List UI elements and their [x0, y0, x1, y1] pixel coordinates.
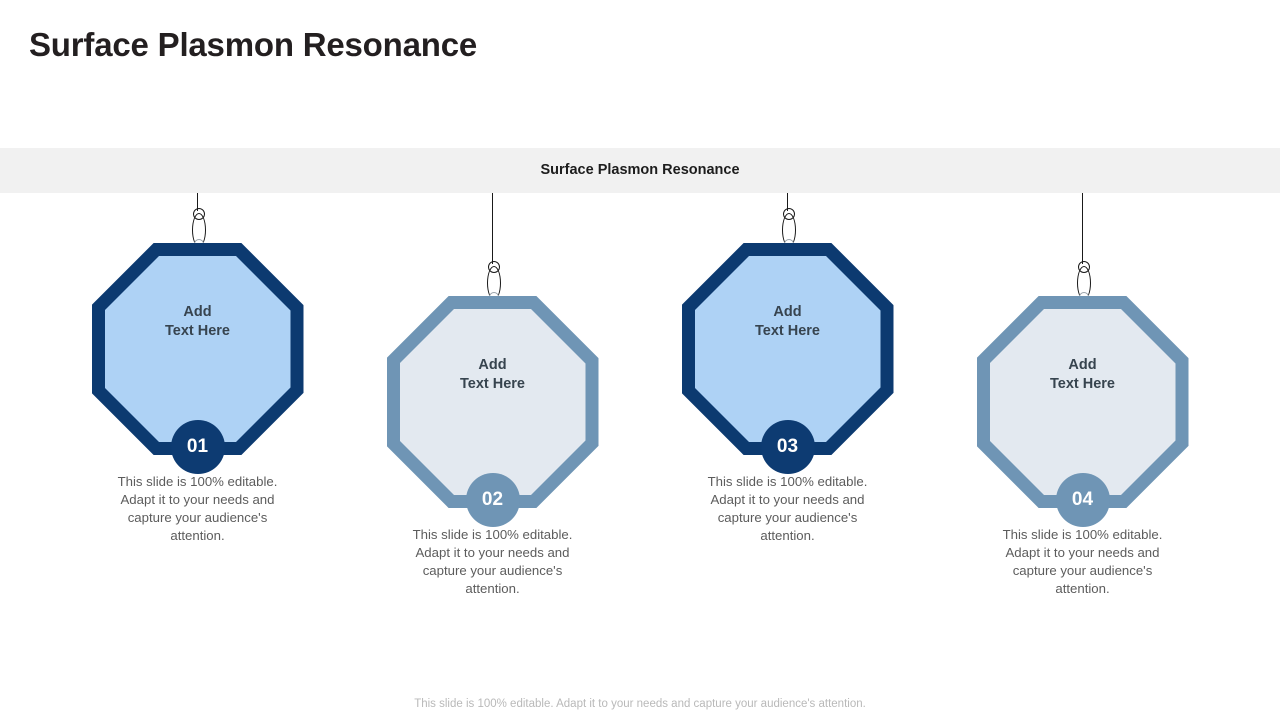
description-01: This slide is 100% editable. Adapt it to… [117, 474, 278, 543]
octagon-fill-02 [399, 309, 586, 495]
octagon-label-line2: Text Here [459, 376, 525, 392]
octagon-fill-03 [694, 256, 881, 442]
octagon-label-line1: Add [183, 304, 212, 320]
octagon-label-03: Add Text Here [682, 303, 894, 341]
subtitle-band: Surface Plasmon Resonance [0, 148, 1280, 193]
number-badge-01: 01 [170, 420, 225, 474]
octagon-shape-02[interactable]: Add Text Here 02 [386, 296, 599, 527]
octagon-fill-04 [989, 309, 1176, 495]
octagon-fill-01 [104, 256, 291, 442]
octagon-shape-01[interactable]: Add Text Here 01 [91, 243, 304, 474]
page-title: Surface Plasmon Resonance [29, 26, 478, 63]
octagon-label-line1: Add [478, 357, 507, 373]
octagon-shape-04[interactable]: Add Text Here 04 [976, 296, 1189, 527]
octagon-label-line2: Text Here [1049, 376, 1115, 392]
octagon-shape-03[interactable]: Add Text Here 03 [681, 243, 894, 474]
octagon-label-01: Add Text Here [92, 303, 304, 341]
hanger-icon-02 [481, 193, 505, 304]
octagon-label-04: Add Text Here [977, 356, 1189, 394]
description-04: This slide is 100% editable. Adapt it to… [1002, 527, 1163, 596]
octagon-label-line2: Text Here [164, 323, 230, 339]
subtitle-text: Surface Plasmon Resonance [540, 162, 740, 178]
description-03: This slide is 100% editable. Adapt it to… [707, 474, 868, 543]
number-badge-04: 04 [1055, 473, 1110, 527]
number-badge-02: 02 [465, 473, 520, 527]
octagon-label-02: Add Text Here [387, 356, 599, 394]
octagon-label-line2: Text Here [754, 323, 820, 339]
footer-note: This slide is 100% editable. Adapt it to… [414, 698, 866, 710]
octagon-label-line1: Add [773, 304, 802, 320]
description-02: This slide is 100% editable. Adapt it to… [412, 527, 573, 596]
hanger-icon-04 [1071, 193, 1095, 304]
number-badge-03: 03 [760, 420, 815, 474]
octagon-label-line1: Add [1068, 357, 1097, 373]
